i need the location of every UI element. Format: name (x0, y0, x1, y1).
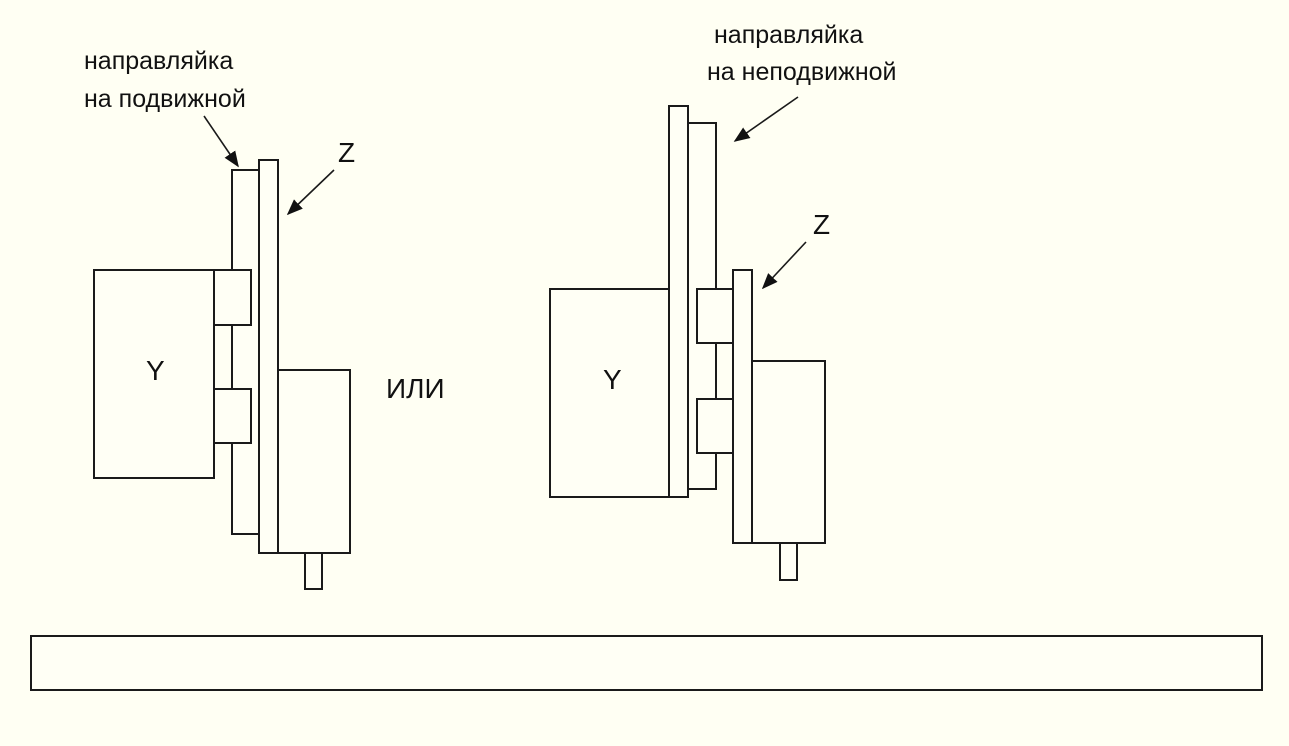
variant-a-guide-leader-arrow (203, 115, 239, 168)
variant-b-spindle-tool (779, 542, 798, 581)
variant-a-z-label: Z (338, 137, 355, 168)
variant-b-y-carriage (549, 288, 671, 498)
variant-b-z-label: Z (813, 209, 830, 240)
variant-b-guide-label-line1: направляйка (714, 21, 863, 49)
variant-b-guide-leader-arrow (733, 96, 799, 142)
variant-b-z-leader-arrow (761, 241, 807, 290)
variant-a-y-label: Y (146, 355, 165, 386)
variant-b-group: направляйка на неподвижной Z Y (549, 21, 897, 581)
variant-a-bearing-block-lower (213, 388, 252, 444)
variant-a-guide-label-line1: направляйка (84, 47, 233, 75)
variant-b-y-label: Y (603, 364, 622, 395)
machine-table-base (30, 635, 1263, 691)
variant-a-guide-rail (231, 169, 260, 535)
variant-b-bearing-block-lower (696, 398, 735, 454)
variant-b-y-plate (668, 105, 689, 498)
variant-b-bearing-block-upper (696, 288, 735, 344)
variant-b-spindle-body (751, 360, 826, 544)
variant-a-y-carriage (93, 269, 215, 479)
variant-a-guide-label-line2: на подвижной (84, 85, 246, 113)
variant-a-z-leader-arrow (286, 169, 335, 216)
variant-a-bearing-block-upper (213, 269, 252, 326)
variant-a-spindle-body (277, 369, 351, 554)
variant-a-group: направляйка на подвижной Z Y (84, 47, 355, 590)
or-separator-label: ИЛИ (386, 373, 445, 404)
variant-a-spindle-tool (304, 552, 323, 590)
variant-b-guide-label-line2: на неподвижной (707, 58, 897, 86)
variant-a-z-plate (258, 159, 279, 554)
variant-b-z-plate (732, 269, 753, 544)
